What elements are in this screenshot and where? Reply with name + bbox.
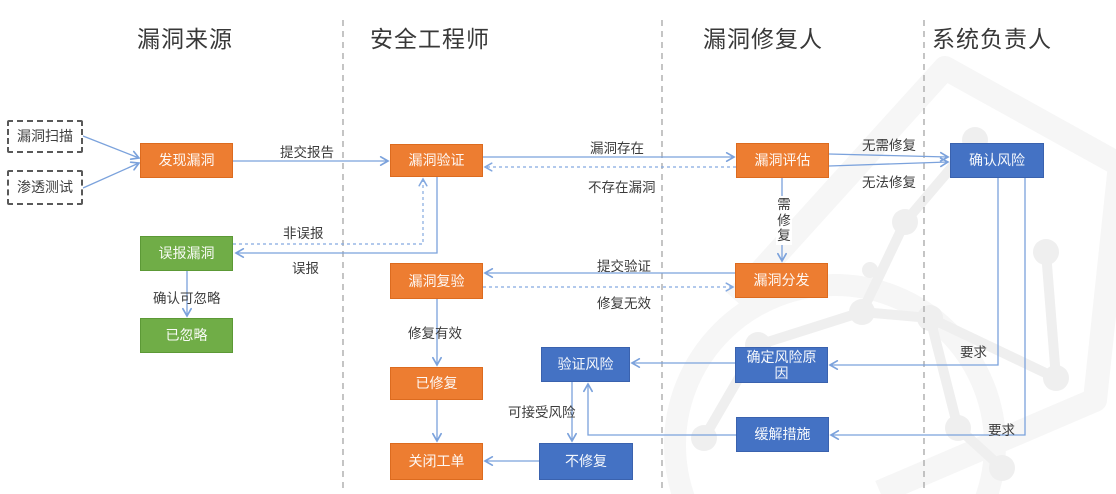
edge-verify-to-falsepos	[236, 177, 438, 253]
edge-assess-to-confirm-top	[828, 154, 948, 157]
edge-assess-to-confirm-bot	[828, 162, 948, 166]
edge-confirm-to-cause	[830, 178, 999, 365]
edge-confirm-to-mitigation	[831, 178, 1026, 435]
edge-mitigation-to-verifyrisk	[588, 384, 736, 436]
edge-falsepos-to-verify	[233, 179, 423, 245]
edge-pentest-to-discover	[82, 163, 139, 189]
edge-scan-to-discover	[82, 135, 139, 158]
